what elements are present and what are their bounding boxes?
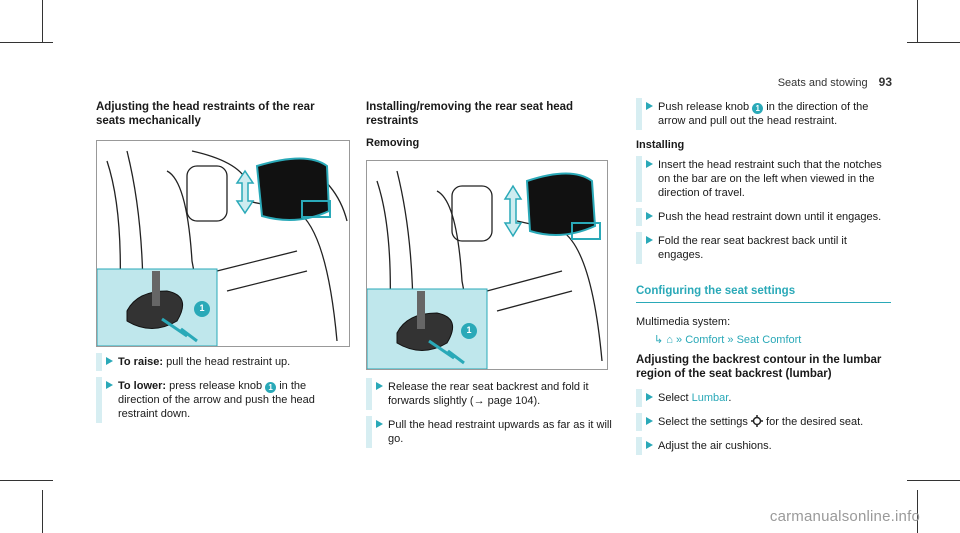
callout-number: 1 [466, 325, 472, 335]
section-title: Configuring the seat settings [636, 285, 796, 297]
path-return-icon: ↳ [654, 334, 664, 346]
gear-icon [750, 415, 763, 427]
home-icon: ⌂ [666, 334, 673, 346]
step-arrow-icon [646, 393, 653, 401]
step-pull-restraint: Pull the head restraint upwards as far a… [366, 416, 616, 448]
figure-head-restraint-adjust: 1 [96, 140, 350, 347]
step-arrow-icon [646, 160, 653, 168]
step-select-settings: Select the settings for the desired seat… [636, 413, 891, 431]
chevron-icon: » [727, 334, 734, 346]
step-push-knob: Push release knob 1 in the direction of … [636, 98, 891, 130]
step-fold-back: Fold the rear seat backrest back until i… [636, 232, 891, 264]
watermark: carmanualsonline.info [769, 508, 920, 525]
path-seat-comfort: Seat Comfort [736, 334, 802, 346]
path-comfort: Comfort [685, 334, 725, 346]
header-section: Seats and stowing [777, 77, 868, 89]
middle-column: Installing/removing the rear seat head r… [366, 100, 606, 150]
page-header: Seats and stowing 93 [778, 75, 892, 89]
seat-illustration-left [97, 150, 348, 346]
chevron-icon: » [676, 334, 683, 346]
page-number: 93 [878, 75, 892, 89]
step-lower: To lower: press release knob 1 in the di… [96, 377, 346, 423]
left-column: Adjusting the head restraints of the rea… [96, 100, 336, 128]
step-arrow-icon [646, 417, 653, 425]
middle-steps: Release the rear seat backrest and fold … [366, 378, 616, 456]
figure-head-restraint-remove: 1 [366, 160, 608, 370]
seat-illustration-middle [367, 170, 603, 369]
step-insert: Insert the head restraint such that the … [636, 156, 891, 202]
lumbar-heading: Adjusting the backrest contour in the lu… [636, 354, 882, 380]
step-arrow-icon [646, 441, 653, 449]
right-column: Push release knob 1 in the direction of … [636, 98, 891, 463]
multimedia-label: Multimedia system: [636, 316, 731, 328]
step-arrow-icon [646, 236, 653, 244]
callout-badge: 1 [265, 382, 277, 393]
step-release-backrest: Release the rear seat backrest and fold … [366, 378, 616, 410]
callout-number: 1 [199, 303, 205, 313]
step-select-lumbar: Select Lumbar. [636, 389, 891, 407]
step-push-down: Push the head restraint down until it en… [636, 208, 891, 226]
step-arrow-icon [646, 102, 653, 110]
menu-path: ↳ ⌂ » Comfort » Seat Comfort [654, 333, 891, 347]
left-heading: Adjusting the head restraints of the rea… [96, 101, 315, 127]
left-steps: To raise: pull the head restraint up. To… [96, 353, 346, 431]
step-arrow-icon [646, 212, 653, 220]
lumbar-link: Lumbar [691, 392, 729, 404]
callout-badge: 1 [752, 103, 764, 114]
step-arrow-icon [376, 420, 383, 428]
step-raise: To raise: pull the head restraint up. [96, 353, 346, 371]
section-rule [636, 302, 891, 303]
step-adjust-cushions: Adjust the air cushions. [636, 437, 891, 455]
step-arrow-icon [376, 382, 383, 390]
installing-subheading: Installing [636, 139, 685, 151]
step-arrow-icon [106, 357, 113, 365]
middle-heading: Installing/removing the rear seat head r… [366, 101, 574, 127]
step-arrow-icon [106, 381, 113, 389]
removing-subheading: Removing [366, 137, 420, 149]
